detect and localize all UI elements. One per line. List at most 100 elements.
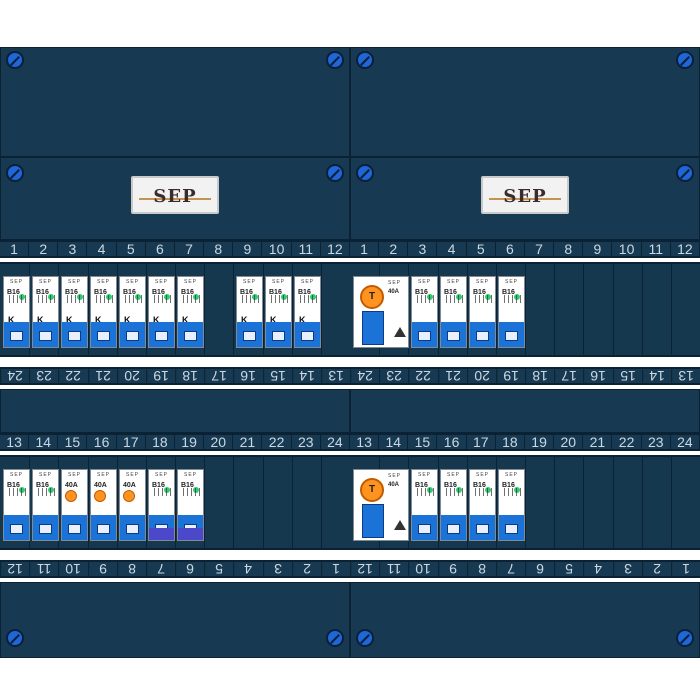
test-button-icon[interactable] xyxy=(123,490,135,502)
toggle-handle[interactable] xyxy=(97,331,110,341)
screw-icon[interactable] xyxy=(326,164,344,182)
toggle-handle[interactable] xyxy=(476,524,489,534)
screw-icon[interactable] xyxy=(326,629,344,647)
brand-mark: SEP xyxy=(125,472,139,478)
rating-label: B16 xyxy=(181,289,194,296)
screw-icon[interactable] xyxy=(356,164,374,182)
brand-mark: SEP xyxy=(417,472,431,478)
toggle-handle[interactable] xyxy=(418,331,431,341)
spec-text xyxy=(444,494,466,508)
spec-text xyxy=(7,301,29,315)
spec-text xyxy=(181,301,203,315)
rail-slot-divider xyxy=(233,457,235,548)
toggle-handle[interactable] xyxy=(505,331,518,341)
toggle-handle[interactable] xyxy=(10,331,23,341)
toggle-handle[interactable] xyxy=(476,331,489,341)
screw-icon[interactable] xyxy=(6,164,24,182)
screw-icon[interactable] xyxy=(356,51,374,69)
spec-text xyxy=(152,301,174,315)
slot-number: 16 xyxy=(88,435,117,449)
rating-label: 40A xyxy=(94,482,107,489)
toggle-handle[interactable] xyxy=(505,524,518,534)
rcd-handle[interactable] xyxy=(362,311,384,345)
mcb-breaker[interactable]: SEP B16 xyxy=(411,469,438,541)
toggle-handle[interactable] xyxy=(97,524,110,534)
toggle-handle[interactable] xyxy=(447,524,460,534)
slot-number: 23 xyxy=(642,435,671,449)
slot-number: 15 xyxy=(408,435,438,449)
toggle-handle[interactable] xyxy=(126,331,139,341)
toggle-handle[interactable] xyxy=(155,331,168,341)
rating-label: B16 xyxy=(415,482,428,489)
rating-label: B16 xyxy=(152,289,165,296)
toggle-handle[interactable] xyxy=(272,331,285,341)
test-button-icon[interactable] xyxy=(94,490,106,502)
test-button-icon[interactable]: T xyxy=(360,478,384,502)
toggle-handle[interactable] xyxy=(301,331,314,341)
screw-icon[interactable] xyxy=(676,164,694,182)
rating-label: B16 xyxy=(473,482,486,489)
screw-icon[interactable] xyxy=(676,51,694,69)
spec-text xyxy=(415,494,437,508)
toggle-handle[interactable] xyxy=(10,524,23,534)
slot-number: 17 xyxy=(204,368,234,384)
screw-icon[interactable] xyxy=(6,629,24,647)
screw-icon[interactable] xyxy=(676,629,694,647)
slot-number: 24 xyxy=(671,435,700,449)
mid-right-cover xyxy=(350,389,700,433)
toggle-handle[interactable] xyxy=(418,524,431,534)
toggle-handle[interactable] xyxy=(68,524,81,534)
rail-slot-divider xyxy=(204,457,206,548)
toggle-handle[interactable] xyxy=(243,331,256,341)
test-button-icon[interactable] xyxy=(65,490,77,502)
rating-label: B16 xyxy=(444,482,457,489)
certification-mark: K xyxy=(8,315,15,325)
toggle-handle[interactable] xyxy=(68,331,81,341)
test-button-icon[interactable]: T xyxy=(360,285,384,309)
screw-icon[interactable] xyxy=(6,51,24,69)
toggle-handle[interactable] xyxy=(39,331,52,341)
screw-icon[interactable] xyxy=(326,51,344,69)
toggle-handle[interactable] xyxy=(184,331,197,341)
rcd-handle[interactable] xyxy=(362,504,384,538)
brand-mark: SEP xyxy=(417,279,431,285)
screw-icon[interactable] xyxy=(356,629,374,647)
toggle-handle[interactable] xyxy=(126,524,139,534)
certification-mark: K xyxy=(270,315,277,325)
rail-slot-divider xyxy=(291,264,293,355)
toggle-handle[interactable] xyxy=(447,331,460,341)
slot-number: 2 xyxy=(379,242,409,256)
rating-label: 40A xyxy=(388,482,400,488)
slot-number: 3 xyxy=(58,242,88,256)
toggle-handle[interactable] xyxy=(39,524,52,534)
terminal-marks xyxy=(96,295,114,303)
